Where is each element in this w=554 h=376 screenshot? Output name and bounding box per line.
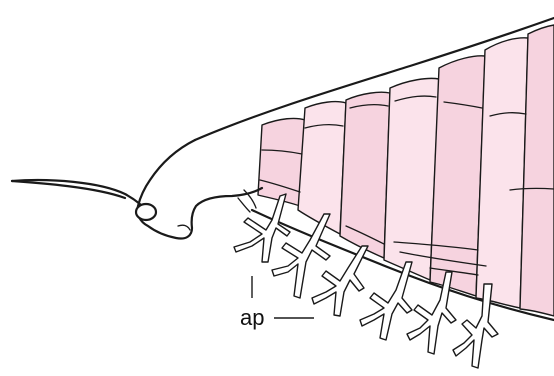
antenna-socket (136, 204, 156, 220)
appendage-4 (360, 262, 412, 340)
body-segment-2 (298, 102, 346, 234)
body-segment-1 (258, 118, 305, 206)
body-segment-3 (340, 92, 390, 258)
head-outline (137, 140, 262, 239)
label-ap: ap (240, 305, 264, 330)
body-segment-6 (476, 38, 528, 308)
antenna (12, 180, 150, 214)
